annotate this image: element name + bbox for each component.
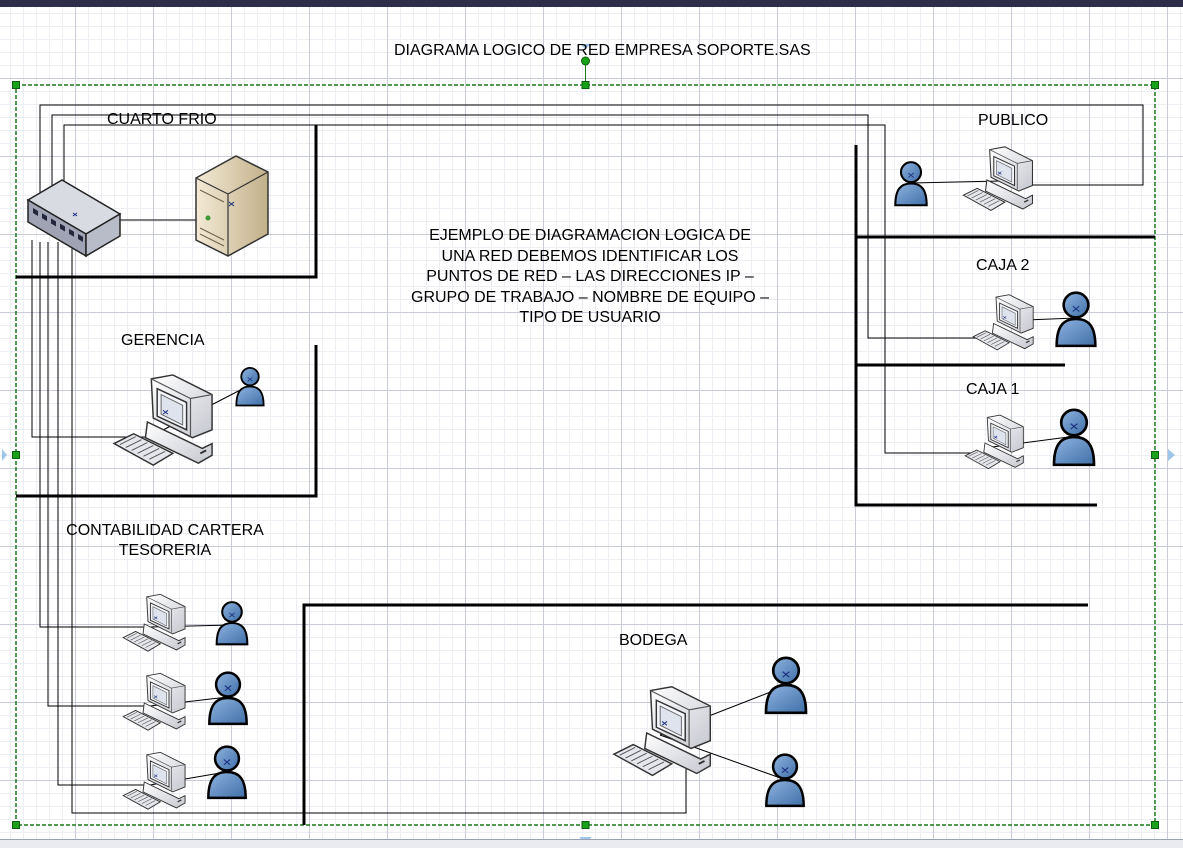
computer-icon[interactable] [972, 294, 1034, 351]
computer-icon[interactable] [122, 672, 186, 731]
user-icon[interactable] [235, 366, 265, 407]
computer-icon[interactable] [964, 414, 1024, 470]
user-icon[interactable] [764, 656, 808, 715]
selection-frame[interactable] [2, 44, 1175, 843]
resize-handle-right[interactable] [1151, 451, 1159, 459]
room-label-caja-1: CAJA 1 [966, 381, 1020, 398]
room-walls [16, 125, 1155, 825]
user-icon[interactable] [1052, 408, 1096, 467]
connection-arrow-top[interactable] [580, 44, 591, 49]
user-icon[interactable] [894, 161, 928, 207]
room-label-bodega: BODEGA [619, 632, 688, 649]
resize-handle-left[interactable] [12, 451, 20, 459]
note-line: UNA RED DEBEMOS IDENTIFICAR LOS [441, 247, 739, 265]
resize-handle-bottom-right[interactable] [1151, 821, 1159, 829]
resize-handle-top-right[interactable] [1151, 81, 1159, 89]
note-line: TIPO DE USUARIO [519, 309, 661, 326]
room-label-publico: PUBLICO [978, 112, 1049, 129]
note-line: PUNTOS DE RED – LAS DIRECCIONES IP – [426, 268, 754, 285]
resize-handle-bottom[interactable] [581, 821, 590, 829]
room-label-cuarto-frio: CUARTO FRIO [107, 111, 217, 128]
resize-handle-bottom-left[interactable] [12, 821, 20, 829]
resize-handle-top-left[interactable] [12, 81, 20, 89]
connection-arrow-right[interactable] [1168, 449, 1175, 461]
note-line: GRUPO DE TRABAJO – NOMBRE DE EQUIPO – [411, 288, 769, 306]
room-label-gerencia: GERENCIA [121, 332, 205, 349]
user-icon[interactable] [764, 753, 806, 808]
computer-icon[interactable] [113, 373, 214, 467]
computer-icon[interactable] [962, 146, 1034, 212]
diagram-note: EJEMPLO DE DIAGRAMACION LOGICA DE UNA RE… [390, 226, 790, 329]
rotation-handle[interactable] [581, 56, 590, 66]
computer-icon[interactable] [122, 751, 186, 810]
user-icon[interactable] [215, 601, 249, 646]
connection-arrow-left[interactable] [2, 449, 7, 461]
computer-icon[interactable] [122, 593, 186, 652]
room-label-contabilidad: CONTABILIDAD CARTERA TESORERIA [56, 521, 274, 561]
user-icon[interactable] [1055, 291, 1097, 348]
switch-icon[interactable] [26, 179, 122, 258]
resize-handle-top[interactable] [581, 81, 590, 89]
room-label-contabilidad-line2: TESORERIA [118, 542, 212, 559]
user-icon[interactable] [207, 745, 247, 800]
window-top-bar [0, 0, 1183, 7]
window-bottom-bar [0, 839, 1183, 848]
room-label-contabilidad-line1: CONTABILIDAD CARTERA [66, 522, 264, 539]
server-icon[interactable] [195, 155, 269, 257]
room-label-caja-2: CAJA 2 [976, 257, 1030, 274]
note-line: EJEMPLO DE DIAGRAMACION LOGICA DE [429, 227, 751, 244]
diagram-title: DIAGRAMA LOGICO DE RED EMPRESA SOPORTE.S… [394, 42, 811, 59]
computer-icon[interactable] [612, 685, 712, 777]
